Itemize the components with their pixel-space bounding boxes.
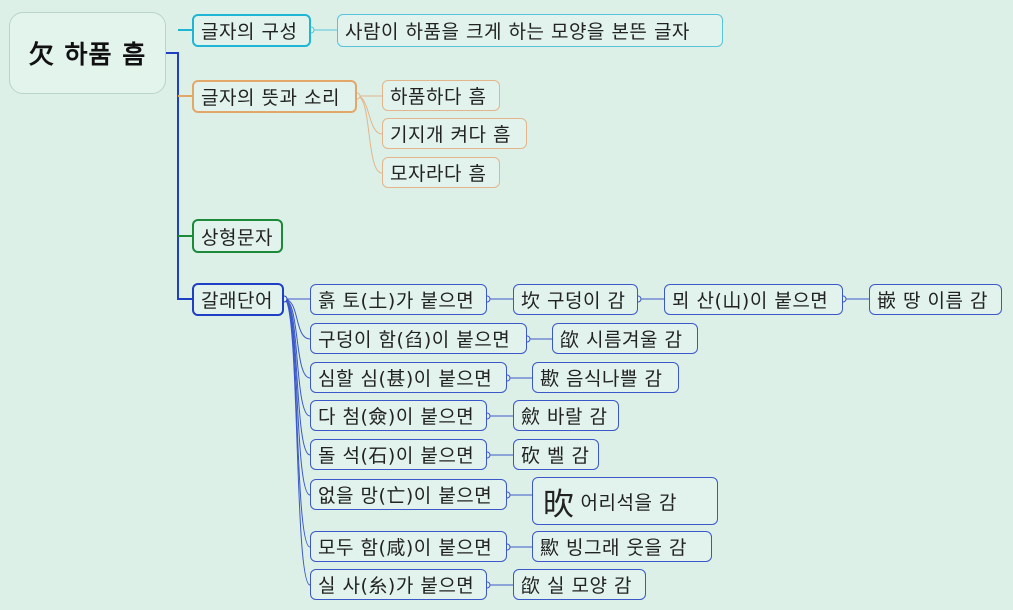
derived-result-4[interactable]: 歛 바랄 감 — [513, 400, 619, 431]
topic-meaning-sound[interactable]: 글자의 뜻과 소리 — [192, 80, 357, 113]
derived-result-8[interactable]: 欿 실 모양 감 — [513, 569, 646, 600]
topic-composition[interactable]: 글자의 구성 — [192, 14, 311, 47]
derived-condition-4[interactable]: 다 첨(僉)이 붙으면 — [310, 400, 487, 431]
meaning-item-2[interactable]: 기지개 켜다 흠 — [382, 118, 527, 149]
derived-condition-1[interactable]: 흙 토(土)가 붙으면 — [310, 284, 487, 315]
derived-result-2[interactable]: 欿 시름겨울 감 — [552, 323, 698, 354]
derived-condition-6[interactable]: 없을 망(亡)이 붙으면 — [310, 479, 507, 510]
derived-result-6-text: 어리석을 감 — [580, 491, 677, 514]
derived-condition-7[interactable]: 모두 함(咸)이 붙으면 — [310, 531, 507, 562]
derived-result-6-hanja: 欥 — [543, 486, 575, 523]
derived-sub-condition-1[interactable]: 뫼 산(山)이 붙으면 — [664, 284, 843, 315]
meaning-item-3[interactable]: 모자라다 흠 — [382, 157, 500, 188]
derived-condition-2[interactable]: 구덩이 함(臽)이 붙으면 — [310, 323, 527, 354]
meaning-item-1[interactable]: 하품하다 흠 — [382, 80, 500, 111]
derived-result-1[interactable]: 坎 구덩이 감 — [513, 284, 638, 315]
composition-description[interactable]: 사람이 하품을 크게 하는 모양을 본뜬 글자 — [337, 14, 723, 47]
derived-condition-3[interactable]: 심할 심(甚)이 붙으면 — [310, 362, 507, 393]
derived-condition-5[interactable]: 돌 석(石)이 붙으면 — [310, 439, 487, 470]
topic-character-type[interactable]: 상형문자 — [192, 219, 283, 253]
topic-derived-words[interactable]: 갈래단어 — [192, 283, 284, 316]
root-topic[interactable]: 欠 하품 흠 — [9, 12, 166, 94]
derived-sub-result-1[interactable]: 嵌 땅 이름 감 — [869, 284, 1002, 315]
derived-result-6[interactable]: 欥 어리석을 감 — [532, 477, 718, 525]
derived-result-7[interactable]: 歞 빙그래 웃을 감 — [532, 531, 712, 562]
derived-result-3[interactable]: 歁 음식나쁠 감 — [532, 362, 679, 393]
derived-result-5[interactable]: 砍 벨 감 — [513, 439, 599, 470]
derived-condition-8[interactable]: 실 사(糸)가 붙으면 — [310, 569, 487, 600]
